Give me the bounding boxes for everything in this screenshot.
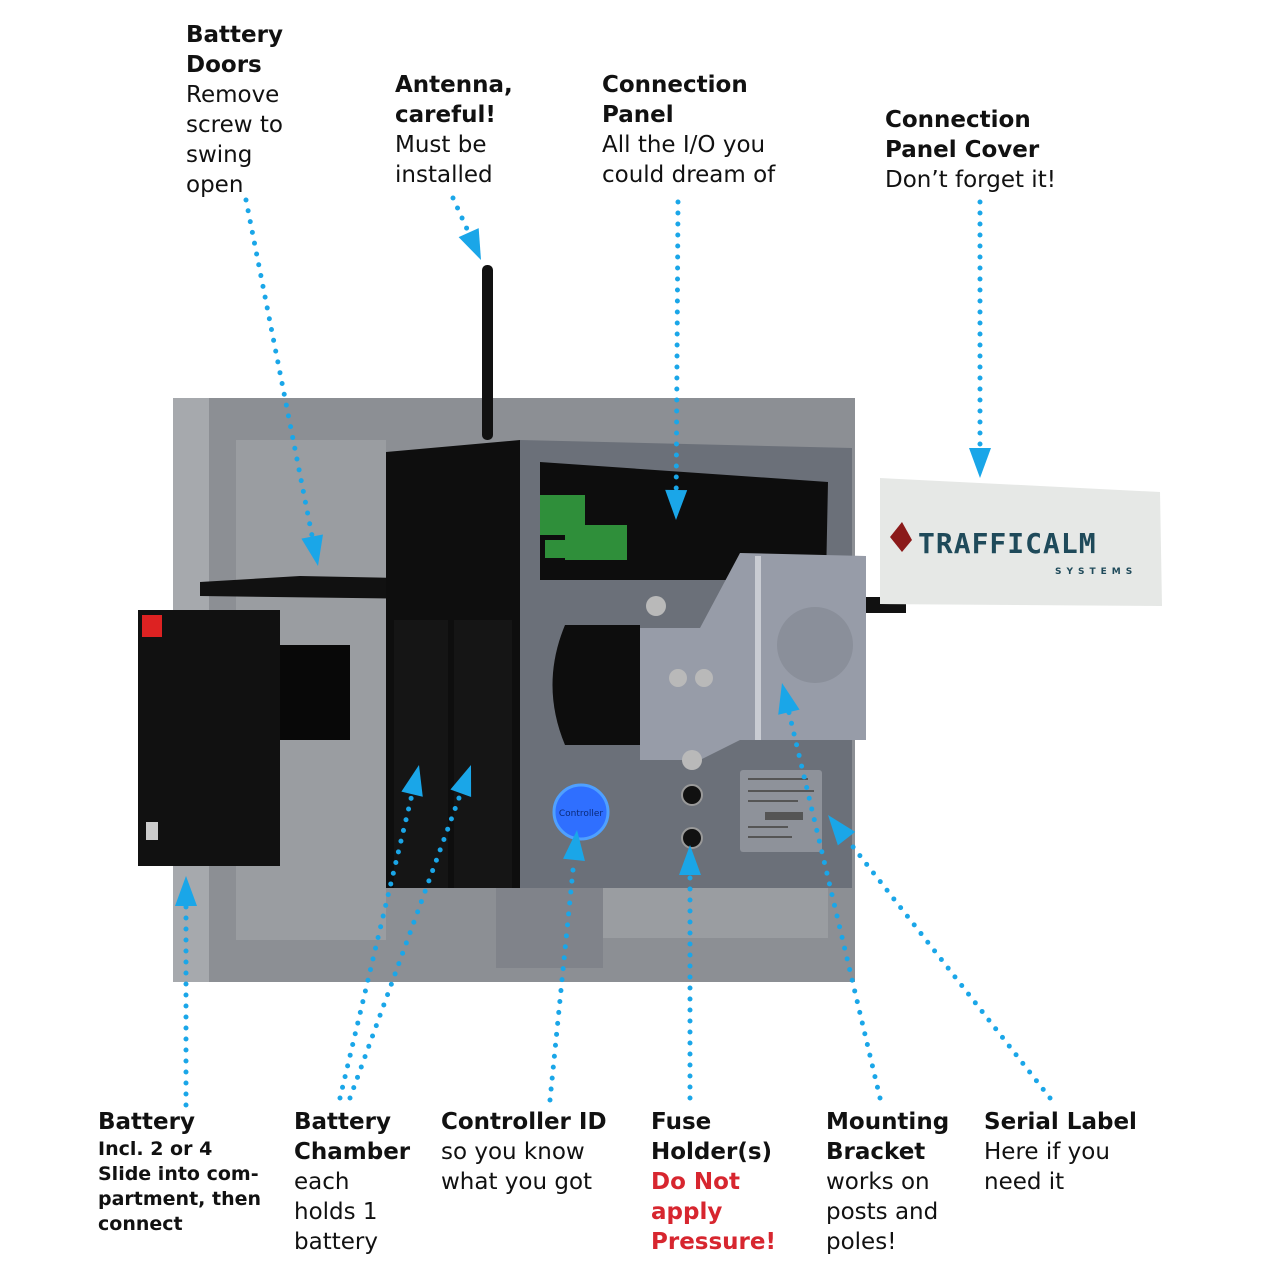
desc: could dream of (602, 162, 776, 188)
callout-battery-doors: Battery Doors Remove screw to swing open (186, 20, 283, 200)
desc: holds 1 (294, 1199, 378, 1225)
callout-antenna: Antenna, careful! Must be installed (395, 70, 513, 190)
desc: swing (186, 142, 253, 168)
arrow-head-icon (175, 876, 197, 906)
connection-panel-cover (880, 478, 1162, 606)
title: Antenna, (395, 72, 513, 98)
title: Serial Label (984, 1109, 1137, 1135)
arrow-head-icon (778, 683, 800, 715)
arrow-head-icon (969, 448, 991, 478)
callout-panel-cover: Connection Panel Cover Don’t forget it! (885, 105, 1056, 195)
arrow-head-icon (679, 845, 701, 875)
title: Fuse (651, 1109, 712, 1135)
title: Connection (602, 72, 748, 98)
desc: Don’t forget it! (885, 167, 1056, 193)
callout-battery: Battery Incl. 2 or 4 Slide into com- par… (98, 1107, 261, 1237)
desc: installed (395, 162, 493, 188)
arrow-line (673, 199, 681, 493)
callout-serial-label: Serial Label Here if you need it (984, 1107, 1137, 1197)
desc: what you got (441, 1169, 593, 1195)
warning: apply (651, 1199, 723, 1225)
warning: Do Not (651, 1169, 740, 1195)
desc: Must be (395, 132, 487, 158)
fuse-holder (681, 827, 703, 849)
fuse-holder (681, 784, 703, 806)
antenna (482, 265, 493, 440)
controller-badge-text: Controller (559, 809, 604, 819)
logo-text: TRAFFICALM (918, 527, 1097, 560)
title: Connection (885, 107, 1031, 133)
controller-id-badge (552, 783, 610, 841)
serial-label (740, 770, 822, 852)
title: Panel (602, 102, 674, 128)
arrow-head-icon (828, 815, 856, 846)
desc: All the I/O you (602, 132, 766, 158)
desc: connect (98, 1213, 183, 1235)
warning: Pressure! (651, 1229, 776, 1255)
battery (138, 610, 280, 866)
desc: Incl. 2 or 4 (98, 1138, 213, 1160)
arrow-head-icon (401, 765, 423, 797)
title: Battery (294, 1109, 391, 1135)
arrow-line (786, 709, 883, 1101)
desc: Slide into com- (98, 1163, 259, 1185)
title: careful! (395, 102, 496, 128)
title: Bracket (826, 1139, 926, 1165)
desc: need it (984, 1169, 1065, 1195)
mounting-bracket (640, 553, 866, 760)
arrow-line (450, 195, 472, 236)
callout-mounting-bracket: Mounting Bracket works on posts and pole… (826, 1107, 949, 1257)
arrow-line (844, 836, 1053, 1101)
title: Chamber (294, 1139, 411, 1165)
callout-arrows (175, 195, 1053, 1108)
title: Holder(s) (651, 1139, 773, 1165)
desc: Remove (186, 82, 280, 108)
title: Controller ID (441, 1109, 607, 1135)
arrow-head-icon (450, 765, 472, 797)
callout-fuse-holder: Fuse Holder(s) Do Not apply Pressure! (651, 1107, 776, 1257)
desc: works on (826, 1169, 930, 1195)
arrow-head-icon (458, 228, 481, 260)
title: Panel Cover (885, 137, 1040, 163)
arrow-head-icon (563, 830, 585, 861)
desc: poles! (826, 1229, 897, 1255)
arrow-line (347, 790, 464, 1101)
callout-connection-panel: Connection Panel All the I/O you could d… (602, 70, 775, 190)
desc: posts and (826, 1199, 939, 1225)
callout-battery-chamber: Battery Chamber each holds 1 battery (294, 1107, 410, 1257)
arrow-head-icon (301, 534, 324, 566)
arrow-head-icon (665, 489, 688, 520)
desc: screw to (186, 112, 283, 138)
callout-controller-id: Controller ID so you know what you got (441, 1107, 607, 1197)
desc: Here if you (984, 1139, 1110, 1165)
arrow-line (243, 197, 315, 540)
desc: partment, then (98, 1188, 262, 1210)
title: Battery (186, 22, 283, 48)
title: Mounting (826, 1109, 950, 1135)
desc: battery (294, 1229, 378, 1255)
arrow-line (547, 857, 577, 1103)
desc: each (294, 1169, 350, 1195)
desc: open (186, 172, 244, 198)
title: Doors (186, 52, 262, 78)
title: Battery (98, 1109, 195, 1135)
desc: so you know (441, 1139, 585, 1165)
logo-subtext: SYSTEMS (1055, 567, 1137, 577)
arrow-line (337, 791, 415, 1101)
